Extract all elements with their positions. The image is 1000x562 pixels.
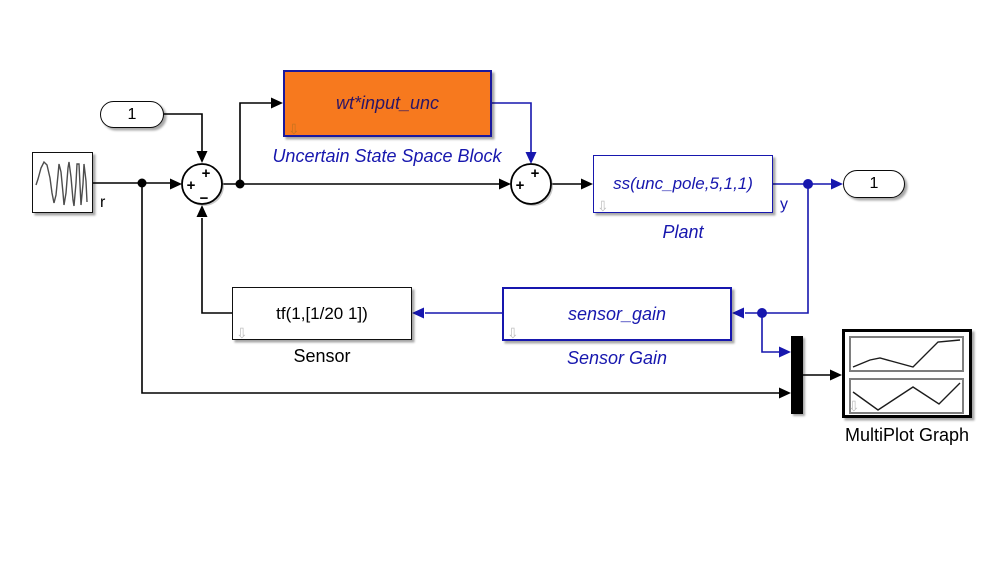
junction-dot: [137, 178, 147, 188]
arrowhead: [831, 178, 843, 190]
junction-dot: [757, 308, 767, 318]
sensor-gain-block-caption: Sensor Gain: [566, 348, 668, 368]
arrowhead: [779, 387, 791, 399]
plant-block-caption: Plant: [662, 222, 704, 242]
signal-label-r: r: [100, 194, 106, 211]
arrowhead: [581, 178, 593, 190]
plot-line-icon: [852, 339, 961, 368]
uncertain-state-space-block[interactable]: wt*input_unc ⇩: [283, 70, 492, 137]
arrowhead: [412, 307, 424, 319]
outport-block[interactable]: 1: [843, 170, 905, 198]
sensor-gain-block[interactable]: sensor_gain ⇩: [502, 287, 732, 341]
arrowhead: [499, 178, 511, 190]
chirp-waveform-icon: [35, 160, 88, 207]
arrowhead: [196, 205, 208, 217]
junction-dot: [235, 179, 245, 189]
link-badge-icon: ⇩: [507, 325, 519, 341]
arrowhead: [271, 97, 283, 109]
inport-block[interactable]: 1: [100, 101, 164, 128]
inport-number: 1: [127, 105, 137, 123]
sensor-block-caption: Sensor: [293, 346, 351, 366]
wire-sensor-to-sum1[interactable]: [201, 218, 232, 314]
wire-y-branch-to-mux[interactable]: [761, 313, 780, 353]
uncertain-block-text: wt*input_unc: [335, 93, 440, 113]
mux-block[interactable]: [791, 336, 803, 414]
plant-block-text: ss(unc_pole,5,1,1): [613, 174, 753, 193]
sum-block-1[interactable]: [181, 163, 223, 205]
wire-branch-to-uncertain[interactable]: [239, 102, 272, 184]
arrowhead: [170, 178, 182, 190]
arrowhead: [779, 346, 791, 358]
arrowhead: [732, 307, 744, 319]
plant-block[interactable]: ss(unc_pole,5,1,1) ⇩: [593, 155, 773, 213]
arrowhead: [196, 151, 208, 163]
sensor-block[interactable]: tf(1,[1/20 1]) ⇩: [232, 287, 412, 340]
sensor-block-text: tf(1,[1/20 1]): [276, 303, 368, 323]
wire-r-to-mux[interactable]: [141, 183, 780, 394]
link-badge-icon: ⇩: [288, 121, 300, 137]
signal-label-y: y: [780, 196, 788, 213]
sensor-gain-block-text: sensor_gain: [567, 303, 667, 324]
multiplot-graph-block[interactable]: ⇩: [842, 329, 972, 418]
sum2-sign-left: +: [516, 177, 525, 194]
arrowhead: [525, 152, 537, 164]
sum1-sign-top: +: [202, 165, 211, 182]
plot-line-icon: [852, 382, 961, 411]
uncertain-block-caption: Uncertain State Space Block: [272, 146, 502, 166]
scope-subplot-bottom: [849, 378, 964, 414]
scope-subplot-top: [849, 336, 964, 372]
wire-uncertain-to-sum2[interactable]: [492, 102, 532, 153]
outport-number: 1: [869, 175, 879, 192]
sum2-sign-top: +: [531, 165, 540, 182]
arrowhead: [830, 369, 842, 381]
sum-block-2[interactable]: [510, 163, 552, 205]
sum1-sign-bottom: −: [200, 190, 209, 207]
junction-dot: [803, 179, 813, 189]
multiplot-graph-caption: MultiPlot Graph: [844, 425, 970, 445]
wire-inport-to-sum1[interactable]: [164, 113, 203, 152]
signal-generator-block[interactable]: [32, 152, 93, 213]
link-badge-icon: ⇩: [597, 198, 609, 214]
sum1-sign-left: +: [187, 177, 196, 194]
link-badge-icon: ⇩: [236, 325, 248, 341]
